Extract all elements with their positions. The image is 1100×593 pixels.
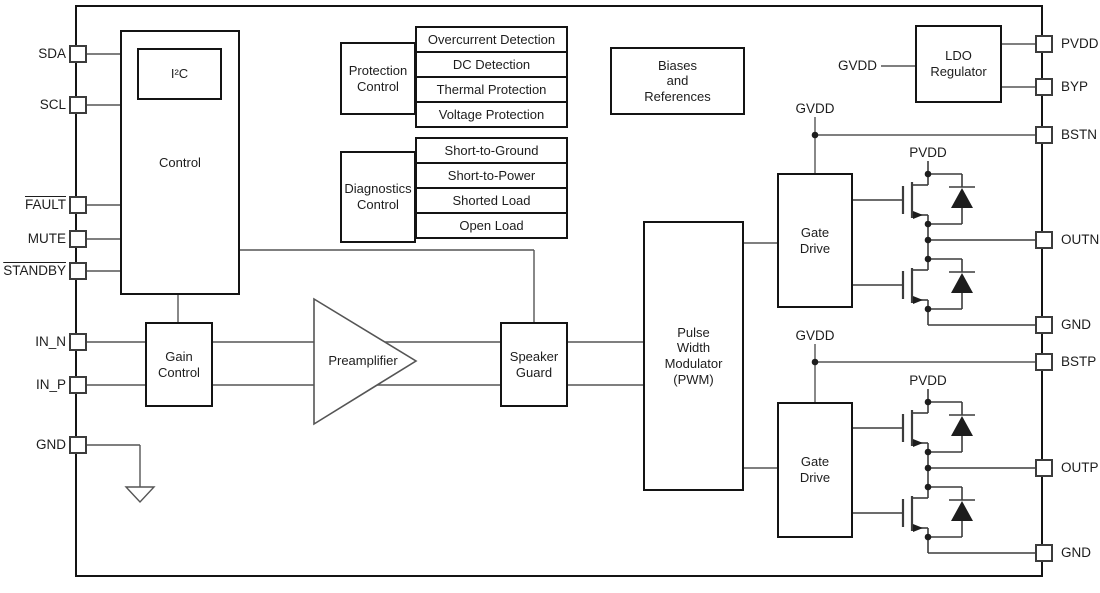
pin-in-n-label: IN_N (35, 334, 66, 349)
block-i2c-label: I²C (170, 66, 189, 82)
block-pwm: Pulse Width Modulator (PWM) (643, 221, 744, 491)
pin-gnd-right-2-label: GND (1061, 545, 1091, 560)
block-gate-drive-bottom-label: Gate Drive (799, 454, 831, 485)
pin-gnd-left (69, 436, 87, 454)
pin-outp-label: OUTP (1061, 460, 1099, 475)
pin-mute-label: MUTE (27, 231, 66, 246)
block-protection-control-label: Protection Control (348, 62, 408, 94)
block-gate-drive-top-label: Gate Drive (799, 224, 831, 256)
block-biases-references: Biases and References (610, 47, 745, 115)
net-label-gvdd-ldo: GVDD (837, 58, 877, 73)
pin-gnd-right-1-label: GND (1061, 317, 1091, 332)
wire-gvdd-bstp (811, 344, 1035, 402)
protection-item-row: Overcurrent Detection (415, 26, 568, 53)
preamplifier-label: Preamplifier (328, 353, 398, 368)
half-bridge-n (851, 159, 1037, 327)
pin-bstn (1035, 126, 1053, 144)
block-biases-references-label: Biases and References (644, 57, 711, 104)
block-ldo-regulator: LDO Regulator (915, 25, 1002, 103)
pin-scl (69, 96, 87, 114)
pin-outn-label: OUTN (1061, 232, 1100, 247)
pin-outn (1035, 231, 1053, 249)
half-bridge-p (851, 387, 1037, 555)
pin-mute (69, 230, 87, 248)
block-ldo-regulator-label: LDO Regulator (930, 48, 987, 79)
pin-byp (1035, 78, 1053, 96)
block-protection-control: Protection Control (340, 42, 416, 115)
protection-item-label: Voltage Protection (438, 107, 545, 122)
net-label-gvdd-bottom: GVDD (795, 328, 835, 343)
wire-gvdd-bstn (811, 117, 1035, 173)
pin-in-n (69, 333, 87, 351)
diagnostics-item-label: Short-to-Ground (444, 143, 539, 158)
wires-speaker-guard-pwm (568, 341, 643, 386)
pin-gnd-right-2 (1035, 544, 1053, 562)
diagnostics-item-row: Open Load (415, 212, 568, 239)
pin-outp (1035, 459, 1053, 477)
block-gain-control: Gain Control (145, 322, 213, 407)
pin-standby-label: STANDBY (3, 263, 66, 278)
protection-item-label: DC Detection (452, 57, 531, 72)
net-label-pvdd-bottom: PVDD (909, 373, 947, 388)
net-label-gvdd-top: GVDD (795, 101, 835, 116)
pin-fault (69, 196, 87, 214)
block-diagnostics-control: Diagnostics Control (340, 151, 416, 243)
pin-in-p-label: IN_P (35, 377, 66, 392)
diagnostics-item-row: Shorted Load (415, 187, 568, 214)
pin-bstn-label: BSTN (1061, 127, 1098, 142)
diagnostics-item-label: Open Load (459, 218, 524, 233)
block-diagnostics-control-label: Diagnostics Control (344, 181, 412, 212)
pin-standby (69, 262, 87, 280)
diagnostics-item-row: Short-to-Ground (415, 137, 568, 164)
block-speaker-guard-label: Speaker Guard (509, 348, 559, 380)
wires-pwm-gate-drives (744, 242, 777, 469)
diagnostics-item-label: Shorted Load (452, 193, 531, 208)
block-pwm-label: Pulse Width Modulator (PWM) (664, 324, 723, 387)
block-speaker-guard: Speaker Guard (500, 322, 568, 407)
diagnostics-item-row: Short-to-Power (415, 162, 568, 189)
wire-gnd-ground (87, 444, 141, 487)
block-i2c: I²C (137, 48, 222, 100)
protection-item-label: Overcurrent Detection (427, 32, 556, 47)
protection-item-row: Voltage Protection (415, 101, 568, 128)
wires-control-inputs (87, 53, 120, 272)
block-gate-drive-bottom: Gate Drive (777, 402, 853, 538)
pin-sda (69, 45, 87, 63)
block-gain-control-label: Gain Control (158, 348, 200, 380)
pin-gnd-right-1 (1035, 316, 1053, 334)
ground-symbol-icon (124, 486, 156, 504)
pin-bstp-label: BSTP (1061, 354, 1097, 369)
pin-in-p (69, 376, 87, 394)
pin-gnd-left-label: GND (36, 437, 66, 452)
pin-pvdd-label: PVDD (1061, 36, 1099, 51)
protection-item-row: DC Detection (415, 51, 568, 78)
pin-scl-label: SCL (39, 97, 66, 112)
protection-item-label: Thermal Protection (436, 82, 547, 97)
wires-ldo (881, 43, 1035, 88)
pin-byp-label: BYP (1061, 79, 1089, 94)
pin-bstp (1035, 353, 1053, 371)
protection-item-row: Thermal Protection (415, 76, 568, 103)
block-gate-drive-top: Gate Drive (777, 173, 853, 308)
pin-pvdd (1035, 35, 1053, 53)
wire-control-speaker-guard (240, 249, 535, 322)
chip-outline (75, 5, 1043, 577)
preamplifier-triangle-icon (313, 297, 418, 426)
diagnostics-item-label: Short-to-Power (447, 168, 536, 183)
block-control-label: Control (159, 154, 201, 170)
pin-fault-label: FAULT (24, 197, 66, 212)
pin-sda-label: SDA (38, 46, 66, 61)
net-label-pvdd-top: PVDD (909, 145, 947, 160)
